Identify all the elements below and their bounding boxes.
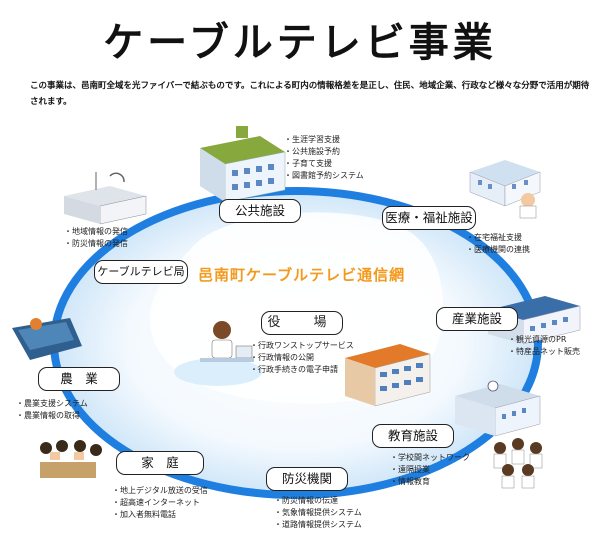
node-item: 防災情報の伝達 bbox=[274, 495, 362, 507]
school-icon bbox=[455, 380, 541, 437]
node-item: 観光資源のPR bbox=[508, 334, 580, 346]
node-item: 農業支援システム bbox=[16, 398, 88, 410]
node-nougyou-label: 農 業 bbox=[38, 367, 120, 391]
yakuba-list: 行政ワンストップサービス 行政情報の公開 行政手続きの電子申請 bbox=[250, 340, 354, 376]
node-iryou-label: 医療・福祉施設 bbox=[382, 206, 476, 230]
office-worker-icon bbox=[200, 321, 254, 362]
node-sangyou-label: 産業施設 bbox=[436, 307, 518, 331]
node-item: 子育て支援 bbox=[284, 158, 364, 170]
node-item: 公共施設予約 bbox=[284, 146, 364, 158]
children-singing-icon bbox=[493, 438, 543, 489]
node-nougyou-list: 農業支援システム 農業情報の取得 bbox=[16, 398, 88, 422]
office-platform bbox=[174, 358, 262, 386]
node-cable-label: ケーブルテレビ局 bbox=[94, 260, 188, 284]
node-item: 農業情報の取得 bbox=[16, 410, 88, 422]
node-item: 防災情報の発信 bbox=[64, 238, 128, 250]
farm-icon bbox=[12, 318, 82, 360]
node-cable-list: 地域情報の発信 防災情報の発信 bbox=[64, 226, 128, 250]
node-item: 情報教育 bbox=[390, 476, 470, 488]
node-item: 学校間ネットワーク bbox=[390, 452, 470, 464]
node-iryou-list: 在宅福祉支援 医療機関の連携 bbox=[466, 232, 530, 256]
node-koukyou-list: 生涯学習支援 公共施設予約 子育て支援 図書館予約システム bbox=[284, 134, 364, 182]
node-kyouiku-label: 教育施設 bbox=[372, 424, 454, 448]
public-building-icon bbox=[200, 126, 286, 203]
node-katei-label: 家 庭 bbox=[116, 451, 204, 475]
yakuba-label: 役 場 bbox=[261, 311, 343, 335]
yakuba-item: 行政情報の公開 bbox=[250, 352, 354, 364]
node-item: 気象情報提供システム bbox=[274, 507, 362, 519]
cable-station-icon bbox=[64, 172, 147, 225]
node-item: 在宅福祉支援 bbox=[466, 232, 530, 244]
node-item: 医療機関の連携 bbox=[466, 244, 530, 256]
node-item: 地上デジタル放送の受信 bbox=[112, 485, 208, 497]
node-bousai-list: 防災情報の伝達 気象情報提供システム 道路情報提供システム bbox=[274, 495, 362, 531]
family-icon bbox=[40, 440, 102, 478]
node-item: 生涯学習支援 bbox=[284, 134, 364, 146]
node-bousai-label: 防災機関 bbox=[266, 467, 348, 491]
intro-text: この事業は、邑南町全域を光ファイバーで結ぶものです。これによる町内の情報格差を是… bbox=[30, 81, 590, 107]
node-kyouiku-list: 学校間ネットワーク 遠隔授業 情報教育 bbox=[390, 452, 470, 488]
node-item: 加入者無料電話 bbox=[112, 509, 208, 521]
yakuba-item: 行政ワンストップサービス bbox=[250, 340, 354, 352]
node-koukyou-label: 公共施設 bbox=[219, 199, 301, 223]
hospital-icon bbox=[469, 160, 541, 219]
node-item: 図書館予約システム bbox=[284, 170, 364, 182]
node-sangyou-list: 観光資源のPR 特産品ネット販売 bbox=[508, 334, 580, 358]
node-item: 道路情報提供システム bbox=[274, 519, 362, 531]
node-item: 地域情報の発信 bbox=[64, 226, 128, 238]
yakuba-item: 行政手続きの電子申請 bbox=[250, 364, 354, 376]
node-item: 超高速インターネット bbox=[112, 497, 208, 509]
network-title: 邑南町ケーブルテレビ通信網 bbox=[198, 266, 406, 284]
node-item: 遠隔授業 bbox=[390, 464, 470, 476]
page-title: ケーブルテレビ事業 bbox=[103, 20, 497, 66]
node-item: 特産品ネット販売 bbox=[508, 346, 580, 358]
node-katei-list: 地上デジタル放送の受信 超高速インターネット 加入者無料電話 bbox=[112, 485, 208, 521]
